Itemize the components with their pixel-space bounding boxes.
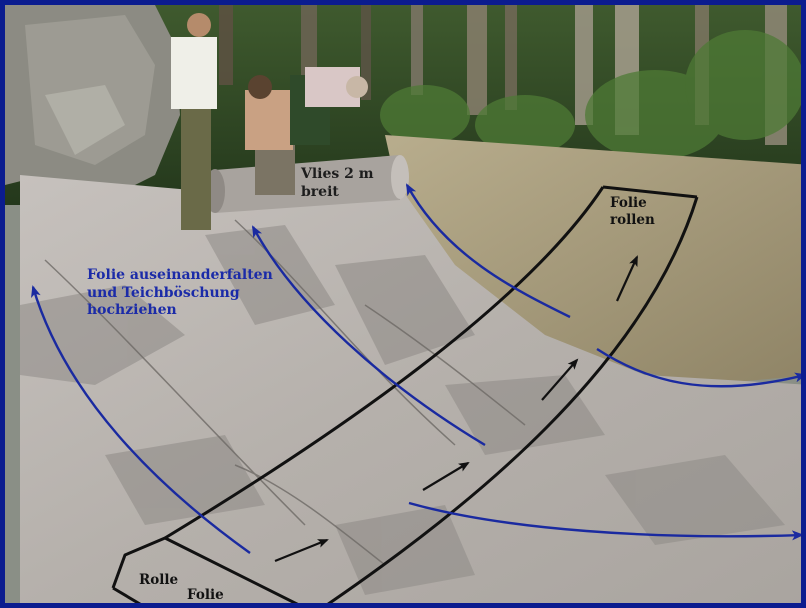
fold-lines — [44, 219, 526, 566]
worker-bending — [290, 67, 368, 145]
spread-instruction-label: Folie auseinanderfalten und Teichböschun… — [87, 267, 273, 318]
foliage — [380, 30, 801, 160]
shadow-patches — [20, 225, 785, 595]
pond-construction-photo — [5, 5, 801, 603]
roll-label: Rolle — [139, 572, 179, 588]
worker-standing — [171, 13, 217, 230]
foil-roll-outline — [111, 185, 699, 603]
fleece-width-label: Vlies 2 m breit — [301, 166, 374, 201]
black-arrows — [274, 255, 639, 563]
foil-label: Folie — [187, 587, 224, 603]
blue-arrows — [31, 183, 801, 554]
roll-foil-label: Folie rollen — [610, 195, 655, 228]
worker-kneeling — [245, 75, 295, 195]
